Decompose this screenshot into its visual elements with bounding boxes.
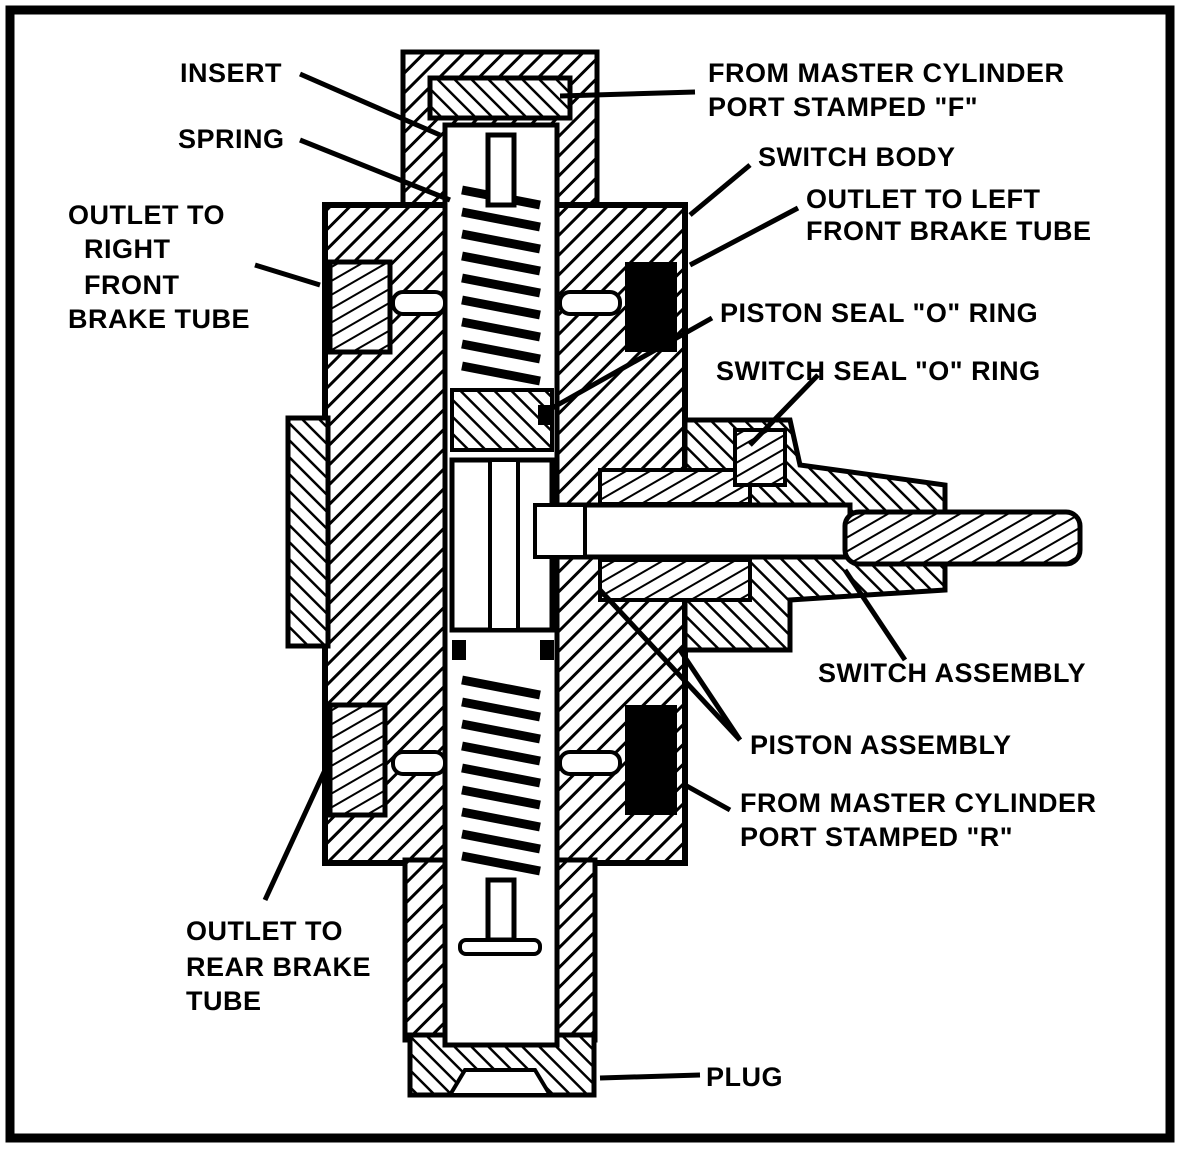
label-outlet-rear-line2: REAR BRAKE — [186, 952, 371, 982]
label-from-master-f-line2: PORT STAMPED "F" — [708, 92, 978, 122]
switch-threads — [598, 468, 752, 506]
piston-seal-lower-right — [540, 640, 554, 660]
label-switch-body: SWITCH BODY — [758, 142, 956, 172]
label-plug: PLUG — [706, 1062, 783, 1092]
leader-lines — [254, 71, 908, 1081]
upper-right-outlet — [625, 262, 677, 352]
label-outlet-right-line4: BRAKE TUBE — [68, 304, 250, 334]
switch-plunger — [557, 502, 853, 560]
piston-seal-lower — [452, 640, 466, 660]
switch-body-cross-section — [285, 49, 1083, 1098]
label-piston-assembly: PISTON ASSEMBLY — [750, 730, 1012, 760]
label-outlet-rear-line3: TUBE — [186, 986, 262, 1016]
upper-left-outlet — [327, 259, 393, 355]
plunger-tip — [533, 503, 587, 559]
switch-terminal — [842, 509, 1083, 567]
label-switch-assembly: SWITCH ASSEMBLY — [818, 658, 1086, 688]
upper-right-passage — [558, 290, 622, 316]
label-from-master-f-line1: FROM MASTER CYLINDER — [708, 58, 1065, 88]
left-boss — [285, 415, 331, 649]
label-switch-seal: SWITCH SEAL "O" RING — [716, 356, 1041, 386]
piston-center-line — [488, 458, 520, 632]
lower-spring — [461, 675, 541, 876]
label-from-master-r-line1: FROM MASTER CYLINDER — [740, 788, 1097, 818]
label-outlet-right-line3: FRONT — [84, 270, 179, 300]
upper-spring-guide — [485, 132, 517, 208]
upper-left-passage — [391, 290, 447, 316]
lower-right-passage — [558, 750, 622, 776]
lower-guide-ring — [458, 938, 542, 956]
label-spring: SPRING — [178, 124, 285, 154]
lower-left-outlet — [327, 702, 388, 818]
label-from-master-r-line2: PORT STAMPED "R" — [740, 822, 1013, 852]
label-piston-seal: PISTON SEAL "O" RING — [720, 298, 1038, 328]
callout-labels: INSERT SPRING FROM MASTER CYLINDER PORT … — [68, 58, 1097, 1092]
label-outlet-left-line2: FRONT BRAKE TUBE — [806, 216, 1092, 246]
lower-right-outlet — [625, 705, 677, 815]
lower-spring-guide — [485, 877, 517, 943]
switch-threads-lower — [598, 558, 752, 602]
label-insert: INSERT — [180, 58, 282, 88]
plug-notch — [446, 1068, 554, 1097]
lower-left-passage — [391, 750, 447, 776]
label-outlet-right-line2: RIGHT — [84, 234, 171, 264]
insert-part — [427, 75, 573, 121]
label-outlet-right-line1: OUTLET TO — [68, 200, 225, 230]
switch-seal-o-ring — [733, 428, 787, 487]
label-outlet-left-line1: OUTLET TO LEFT — [806, 184, 1040, 214]
label-outlet-rear-line1: OUTLET TO — [186, 916, 343, 946]
piston-upper — [450, 388, 554, 452]
diagram-border — [5, 5, 1175, 1143]
